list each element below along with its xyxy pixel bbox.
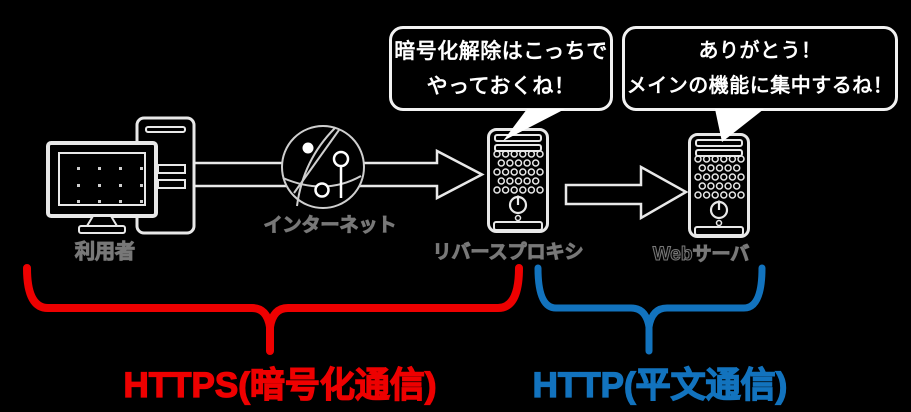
label-http-span: HTTP(平文通信) <box>532 365 788 405</box>
web-server-icon <box>688 133 750 238</box>
speech-bubble-line: ありがとう！ <box>698 39 822 62</box>
reverse-proxy-server-icon <box>487 128 549 233</box>
arrow-proxy-to-webserver <box>564 164 689 221</box>
screen-pixels <box>77 167 143 203</box>
speech-bubble-line: メインの機能に集中するね！ <box>626 74 894 97</box>
label-web-server: Webサーバ <box>652 244 750 266</box>
speech-tail-reverse-proxy <box>503 109 565 141</box>
label-https-span: HTTPS(暗号化通信) <box>123 365 437 405</box>
speech-bubble-reverse-proxy: 暗号化解除はこっちで やっておくね！ <box>389 26 613 111</box>
speech-bubble-line: 暗号化解除はこっちで <box>394 39 608 63</box>
network-node <box>302 142 314 154</box>
desktop-computer-icon <box>46 116 196 235</box>
speech-bubble-line: やっておくね！ <box>426 74 576 98</box>
speech-tail-web-server <box>715 109 764 142</box>
network-node <box>332 150 350 168</box>
label-user: 利用者 <box>75 241 136 264</box>
speech-bubble-web-server: ありがとう！ メインの機能に集中するね！ <box>622 26 898 111</box>
globe-network-icon <box>281 125 365 209</box>
label-internet: インターネット <box>263 215 397 237</box>
label-reverse-proxy: リバースプロキシ <box>432 242 584 264</box>
http-brace <box>534 264 766 355</box>
network-node <box>314 182 330 198</box>
https-brace <box>23 264 523 355</box>
